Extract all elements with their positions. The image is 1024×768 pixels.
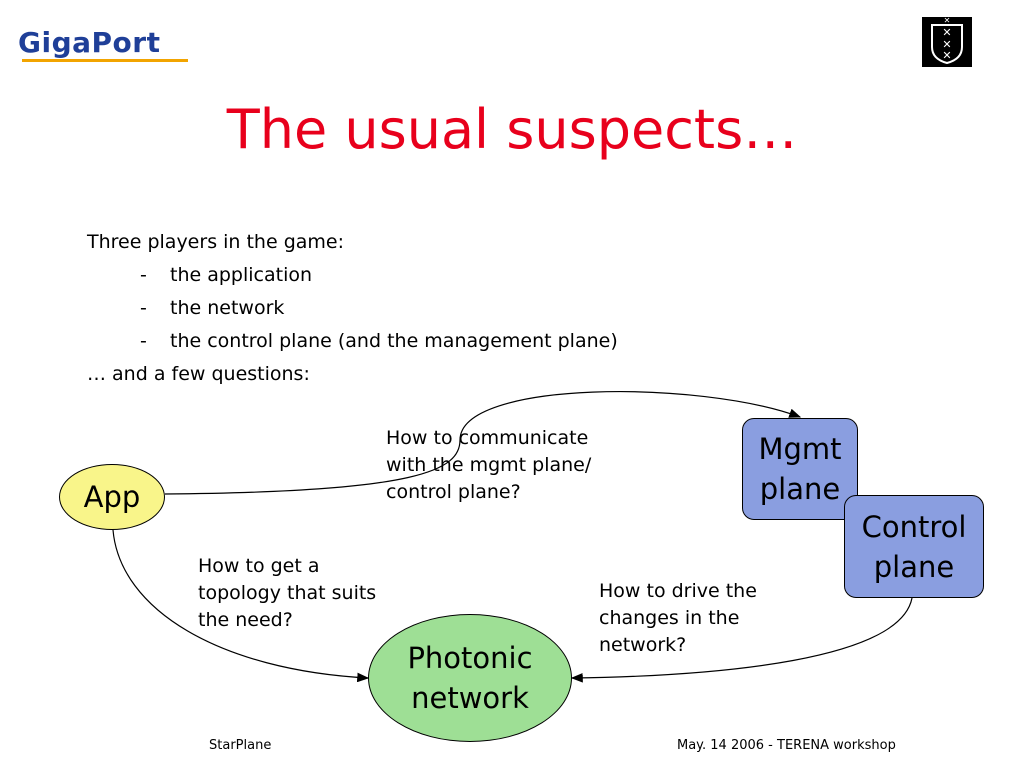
question-line: How to get a: [198, 555, 320, 577]
logo-underline: [22, 59, 188, 62]
mgmt-plane-node: Mgmt plane: [742, 418, 858, 520]
svg-text:✕: ✕: [942, 49, 951, 62]
control-label-line1: Control: [861, 509, 967, 544]
university-logo-icon: ✕ ✕ ✕ ✕: [922, 16, 972, 67]
photonic-label-line1: Photonic: [407, 641, 533, 675]
svg-text:✕: ✕: [942, 26, 951, 39]
photonic-label-line2: network: [411, 681, 529, 715]
question-line: changes in the: [599, 607, 740, 629]
bullet-network: the network: [170, 297, 285, 319]
app-node: App: [59, 464, 165, 530]
app-label: App: [83, 480, 141, 514]
slide-title: The usual suspects…: [226, 98, 798, 161]
mgmt-label-line1: Mgmt: [758, 432, 842, 466]
svg-text:✕: ✕: [942, 38, 951, 51]
bullet-control-plane: the control plane (and the management pl…: [170, 330, 618, 352]
outro-text: … and a few questions:: [87, 363, 310, 385]
svg-text:✕: ✕: [944, 17, 951, 25]
mgmt-label-line2: plane: [759, 472, 841, 506]
footer-left: StarPlane: [209, 738, 272, 753]
control-to-photonic-arrow: [570, 597, 913, 683]
bullet-application: the application: [170, 264, 313, 286]
bullet-dash: -: [140, 264, 147, 286]
app-to-photonic-arrow: [112, 529, 370, 683]
control-label-line2: plane: [873, 549, 955, 584]
photonic-network-node: Photonic network: [368, 614, 572, 742]
bullet-dash: -: [140, 330, 147, 352]
question-line: How to drive the: [599, 580, 757, 602]
question-line: with the mgmt plane/: [386, 454, 592, 476]
question-line: topology that suits: [198, 582, 377, 604]
app-to-mgmt-arrow: [164, 391, 802, 495]
intro-text: Three players in the game:: [87, 231, 345, 253]
bullet-dash: -: [140, 297, 147, 319]
question-line: control plane?: [386, 481, 521, 503]
question-topology: How to get a topology that suits the nee…: [198, 553, 376, 634]
question-line: How to communicate: [386, 427, 589, 449]
footer-right: May. 14 2006 - TERENA workshop: [677, 738, 896, 753]
question-drive: How to drive the changes in the network?: [599, 578, 757, 659]
gigaport-logo: GigaPort: [18, 26, 161, 59]
question-line: network?: [599, 634, 687, 656]
control-plane-node: Control plane: [844, 495, 984, 598]
question-line: the need?: [198, 609, 293, 631]
question-communicate: How to communicate with the mgmt plane/ …: [386, 425, 591, 506]
